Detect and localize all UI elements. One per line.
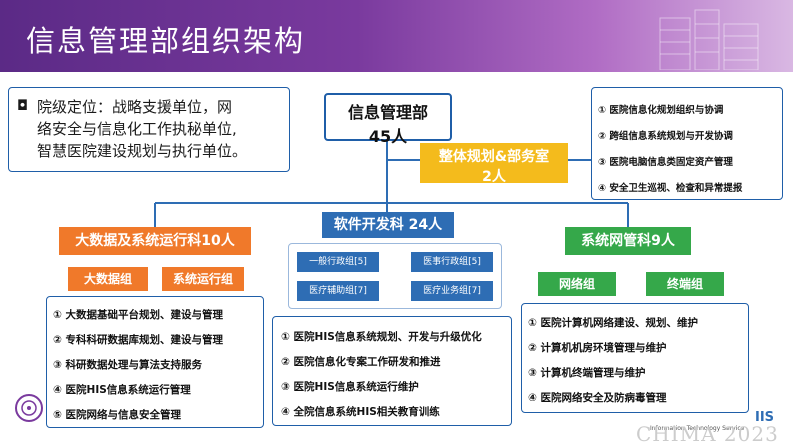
hospital-building-icon	[659, 9, 759, 70]
bigdata-duties-box: ① 大数据基础平台规划、建设与管理 ② 专科科研数据库规划、建设与管理 ③ 科研…	[46, 296, 264, 428]
planning-office-node: 整体规划&部务室 2人	[420, 143, 568, 185]
duty-item: ⑤ 医院网络与信息安全管理	[53, 409, 182, 421]
software-group-general-admin: 一般行政组[5]	[297, 252, 379, 272]
software-group-medical-admin: 医事行政组[5]	[411, 252, 493, 272]
software-group-medical-aux: 医疗辅助组[7]	[297, 281, 379, 301]
software-group-medical-business: 医疗业务组[7]	[411, 281, 493, 301]
network-duties-box: ① 医院计算机网络建设、规划、维护 ② 计算机机房环境管理与维护 ③ 计算机终端…	[521, 303, 749, 413]
position-statement-box: ◘ 院级定位：战略支援单位，网 络安全与信息化工作执秘单位, 智慧医院建设规划与…	[8, 87, 290, 172]
terminal-group: 终端组	[646, 272, 724, 296]
position-statement-text: 院级定位：战略支援单位，网 络安全与信息化工作执秘单位, 智慧医院建设规划与执行…	[37, 98, 248, 160]
org-tag: Information Technology Service	[650, 425, 745, 432]
university-seal-icon	[15, 394, 43, 422]
software-dept-node: 软件开发科 24人	[322, 212, 454, 238]
duty-item: ① 医院信息化规划组织与协调	[598, 105, 724, 116]
software-groups-panel: 一般行政组[5] 医事行政组[5] 医疗辅助组[7] 医疗业务组[7]	[288, 243, 502, 309]
planning-duties-box: ① 医院信息化规划组织与协调 ② 跨组信息系统规划与开发协调 ③ 医院电脑信息类…	[591, 87, 783, 200]
title-banner: 信息管理部组织架构	[0, 0, 793, 72]
duty-item: ③ 科研数据处理与算法支持服务	[53, 359, 203, 371]
duty-item: ② 计算机机房环境管理与维护	[528, 342, 667, 354]
duty-item: ② 专科科研数据库规划、建设与管理	[53, 334, 224, 346]
sysops-group: 系统运行组	[162, 267, 244, 291]
watermark: CHIMA 2023	[636, 422, 779, 446]
duty-item: ① 大数据基础平台规划、建设与管理	[53, 309, 224, 321]
duty-item: ④ 医院HIS信息系统运行管理	[53, 384, 191, 396]
page-title: 信息管理部组织架构	[26, 24, 306, 58]
duty-item: ③ 计算机终端管理与维护	[528, 367, 646, 379]
duty-item: ② 医院信息化专案工作研发和推进	[281, 356, 441, 368]
duty-item: ② 跨组信息系统规划与开发协调	[598, 131, 733, 142]
duty-item: ③ 医院HIS信息系统运行维护	[281, 381, 419, 393]
duty-item: ④ 安全卫生巡视、检查和异常提报	[598, 183, 743, 194]
bullet-icon: ◘	[17, 98, 29, 114]
logo-icon: IIS	[755, 410, 775, 425]
duty-item: ④ 医院网络安全及防病毒管理	[528, 392, 667, 404]
software-duties-box: ① 医院HIS信息系统规划、开发与升级优化 ② 医院信息化专案工作研发和推进 ③…	[272, 316, 512, 426]
network-dept-node: 系统网管科9人	[565, 227, 691, 255]
duty-item: ④ 全院信息系统HIS相关教育训练	[281, 406, 440, 418]
duty-item: ③ 医院电脑信息类固定资产管理	[598, 157, 733, 168]
bigdata-dept-node: 大数据及系统运行科10人	[59, 227, 251, 255]
duty-item: ① 医院计算机网络建设、规划、维护	[528, 317, 699, 329]
duty-item: ① 医院HIS信息系统规划、开发与升级优化	[281, 331, 482, 343]
network-group: 网络组	[538, 272, 616, 296]
root-node-info-management: 信息管理部 45人	[324, 93, 452, 146]
bigdata-group: 大数据组	[68, 267, 148, 291]
